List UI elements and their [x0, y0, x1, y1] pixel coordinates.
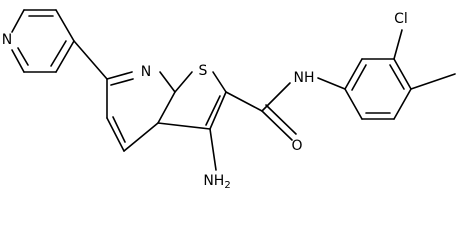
bond [317, 77, 346, 90]
chlorine-label: Cl [394, 11, 408, 27]
amine-label: NH2 [203, 173, 230, 191]
atom-labels: N N S NH NH2 O Cl [2, 11, 408, 191]
bond [265, 104, 297, 135]
bond [389, 64, 405, 90]
bond-lines [11, 9, 456, 171]
bond [205, 95, 221, 126]
bond [159, 71, 176, 93]
amine-subscript: 2 [224, 180, 230, 191]
bond [55, 9, 75, 42]
pyridine-nitrogen-label: N [2, 32, 12, 48]
bond [17, 47, 29, 66]
bond [106, 117, 125, 152]
bond [174, 71, 193, 93]
bond [261, 110, 293, 141]
bond [50, 40, 67, 67]
sulfur-label: S [199, 63, 208, 79]
bond [344, 58, 363, 90]
bond [110, 78, 134, 86]
bond [11, 9, 25, 33]
bond [73, 40, 108, 80]
bond [112, 116, 126, 143]
bond [209, 91, 227, 130]
bond [212, 71, 227, 93]
bond [11, 49, 25, 73]
bond [393, 29, 403, 60]
bond [123, 122, 159, 152]
bond [261, 82, 291, 112]
chemical-structure-diagram: N N S NH NH2 O Cl [2, 9, 456, 191]
bond [55, 40, 75, 73]
bond [157, 91, 176, 124]
bond [393, 88, 412, 120]
bond [410, 73, 456, 90]
bond [225, 91, 263, 112]
bond [157, 122, 211, 130]
bond [393, 58, 412, 90]
oxygen-label: O [291, 138, 302, 154]
bond [344, 88, 363, 120]
amine-label-text: NH [203, 173, 224, 189]
bond [106, 71, 133, 80]
bond [209, 128, 217, 171]
core-nitrogen-label: N [141, 64, 151, 80]
bond [351, 64, 367, 91]
amide-nh-label: NH [294, 70, 315, 86]
